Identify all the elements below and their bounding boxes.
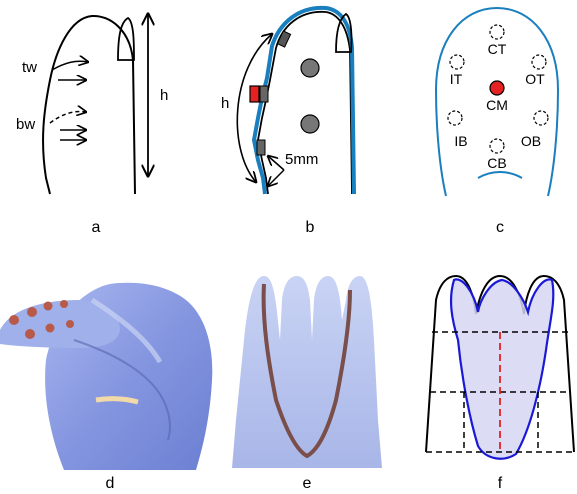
- caption-f: f: [498, 475, 503, 492]
- sensor-dot-6: [46, 324, 55, 333]
- pos-label-it: IT: [450, 71, 463, 87]
- sensor-dot-5: [25, 329, 35, 339]
- pos-marker-cb: [490, 139, 504, 153]
- flat-glove-shape: [232, 276, 382, 468]
- marker-dot-lower: [301, 115, 319, 133]
- caption-c: c: [496, 219, 504, 236]
- sensor-dot-4: [60, 300, 68, 308]
- dist-arrow-down: [268, 170, 284, 186]
- pos-label-ct: CT: [488, 41, 507, 57]
- label-bw: bw: [16, 116, 35, 133]
- pos-label-ob: OB: [521, 133, 541, 149]
- pos-label-cm: CM: [486, 97, 508, 113]
- sensor-pad-low: [257, 140, 265, 155]
- sensor-dot-2: [27, 307, 37, 317]
- tw-arrow-1: [52, 61, 88, 70]
- sensor-dot-7: [66, 320, 74, 328]
- pos-marker-cm: [490, 81, 504, 95]
- finger-outline: [43, 16, 135, 194]
- panel-c: CT IT OT CM IB OB CB c: [436, 8, 558, 236]
- pos-label-ib: IB: [454, 133, 467, 149]
- dist-arrow-up: [268, 156, 284, 170]
- label-h: h: [160, 87, 168, 104]
- sensor-pad-active: [250, 86, 259, 102]
- label-tw: tw: [22, 59, 37, 76]
- bw-arrow-1: [50, 111, 86, 123]
- sensor-dot-1: [9, 315, 19, 325]
- marker-dot-upper: [301, 59, 319, 77]
- sensor-dot-3: [44, 302, 53, 311]
- panel-b: h 5mm b: [221, 8, 354, 236]
- pos-label-cb: CB: [487, 155, 506, 171]
- caption-a: a: [92, 219, 101, 236]
- panel-d: d: [0, 268, 214, 492]
- panel-a: h tw bw a: [16, 14, 168, 236]
- caption-b: b: [306, 219, 315, 236]
- panel-f: f: [426, 276, 574, 492]
- caption-d: d: [106, 475, 115, 492]
- sensing-region: [451, 279, 553, 458]
- pos-label-ot: OT: [525, 71, 545, 87]
- nail-edge-c: [478, 172, 522, 178]
- pos-marker-ob: [534, 111, 548, 125]
- pos-marker-ct: [490, 25, 504, 39]
- sensor-pad-mid: [260, 86, 268, 102]
- caption-e: e: [303, 475, 312, 492]
- pos-marker-ib: [448, 111, 462, 125]
- label-5mm: 5mm: [285, 151, 318, 168]
- panel-e: e: [232, 268, 382, 492]
- label-h-b: h: [221, 95, 229, 112]
- pos-marker-it: [450, 55, 464, 69]
- pos-marker-ot: [532, 55, 546, 69]
- arc-height-arrow: [237, 34, 272, 182]
